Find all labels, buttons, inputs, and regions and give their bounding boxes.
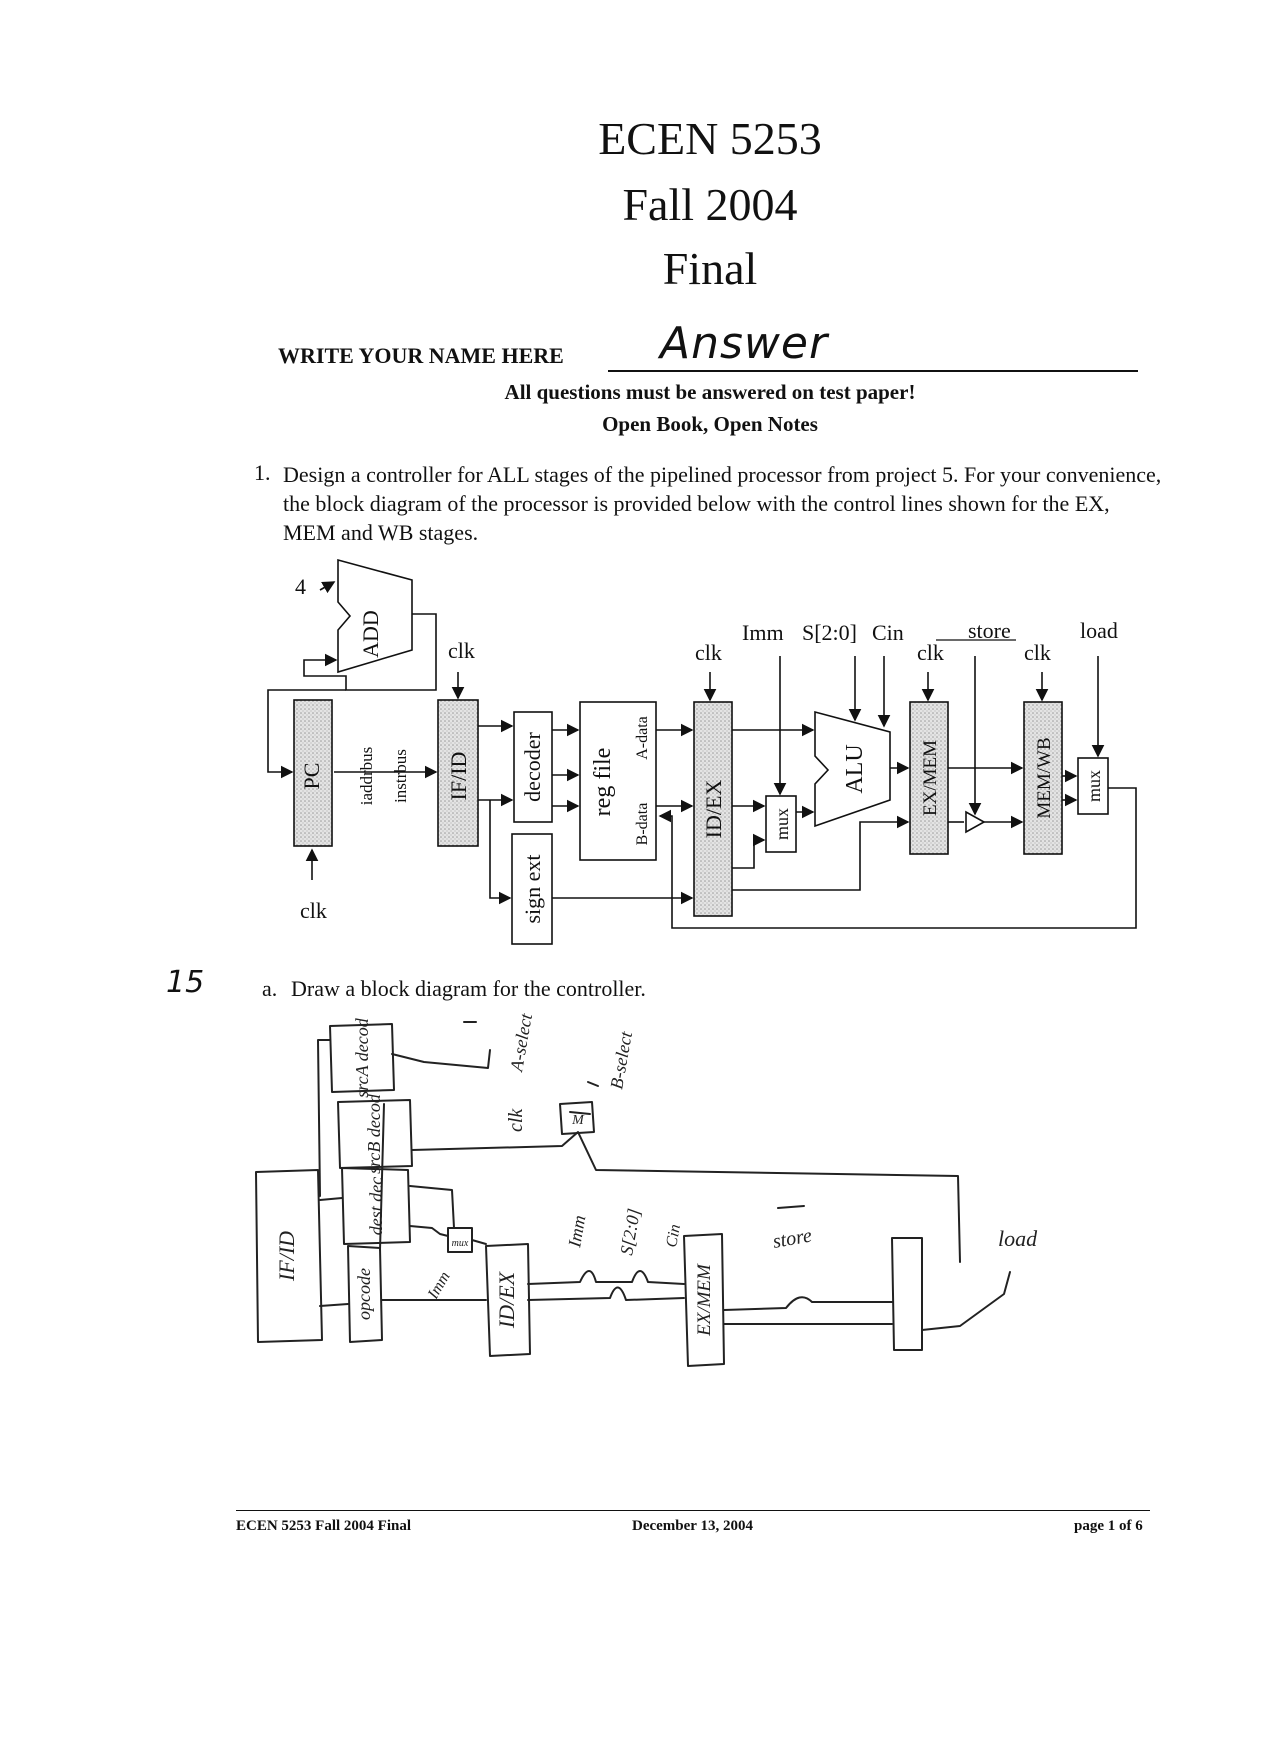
part-a-text: Draw a block diagram for the controller. [291, 976, 646, 1001]
opcode-decoder-box [347, 1245, 383, 1343]
instrbus-label: instrbus [391, 749, 410, 803]
pc-label: PC [299, 763, 324, 790]
store-label: store [968, 618, 1011, 643]
a-data-label: A-data [634, 716, 651, 760]
if-id-sketch-text: IF/ID [274, 1231, 299, 1282]
cin-label: Cin [872, 620, 904, 645]
footer-rule [236, 1510, 1150, 1511]
alu-label: ALU [842, 744, 868, 793]
decoder-block [513, 711, 553, 823]
imm-sketch-text: Imm [564, 1214, 589, 1250]
clk-label-mem-wb: clk [1024, 640, 1051, 665]
dest-decoder-text: dest dec [366, 1177, 386, 1235]
clk-label-pc: clk [300, 898, 327, 923]
footer-center: December 13, 2004 [632, 1518, 753, 1534]
src-b-decoder-text: srcB decod [364, 1093, 384, 1174]
imm-label: Imm [742, 620, 784, 645]
add-block [337, 558, 413, 674]
pc-register [293, 699, 333, 847]
sign-ext-label: sign ext [520, 854, 545, 923]
cin-sketch-text: Cin [663, 1223, 684, 1249]
b-select-text: B-select [606, 1029, 636, 1091]
reg-file-label: reg file [590, 748, 616, 817]
opcode-decoder-text: opcode [354, 1268, 374, 1320]
dest-decoder-box [341, 1167, 411, 1245]
name-label: WRITE YOUR NAME HERE [278, 343, 564, 368]
alu-mux-label: mux [772, 808, 792, 840]
clk-label-if-id: clk [448, 638, 475, 663]
if-id-label: IF/ID [446, 752, 471, 801]
exam-title: Final [662, 243, 758, 294]
id-ex-sketch-text: ID/EX [494, 1270, 519, 1329]
imm-mux-text: mux [452, 1238, 469, 1249]
id-ex-label: ID/EX [701, 780, 726, 839]
id-ex-sketch-box [485, 1243, 531, 1357]
mem-wb-sketch-box [891, 1237, 923, 1351]
src-a-decoder-text: srcA decod [352, 1017, 372, 1097]
clk-label-id-ex: clk [695, 640, 722, 665]
question-number: 1. [254, 460, 271, 485]
imm-mux-box [447, 1227, 473, 1253]
sign-ext-block [511, 833, 553, 945]
mem-wb-label: MEM/WB [1034, 737, 1055, 818]
course-title: ECEN 5253 [598, 113, 822, 164]
footer-left: ECEN 5253 Fall 2004 Final [236, 1518, 412, 1534]
store-buffer [965, 810, 986, 834]
name-underline [608, 370, 1138, 372]
score-mark: 15 [166, 965, 205, 1000]
small-mux-text: M [571, 1113, 585, 1128]
wb-mux-label: mux [1084, 770, 1104, 802]
if-id-register [437, 699, 479, 847]
wb-mux-block [1077, 757, 1109, 815]
src-a-decoder-box [329, 1023, 395, 1093]
b-data-label: B-data [634, 803, 651, 846]
if-id-sketch-box [255, 1169, 323, 1343]
small-mux-box [559, 1101, 595, 1135]
decoder-label: decoder [520, 732, 545, 802]
reg-file-block [579, 701, 657, 861]
store-sketch-text: store [771, 1224, 814, 1253]
ex-mem-label: EX/MEM [920, 740, 941, 816]
id-ex-register [693, 701, 733, 917]
load-label: load [1080, 618, 1118, 643]
iaddrbus-label: iaddrbus [357, 747, 376, 806]
four-label: 4 [295, 574, 306, 599]
imm-left-text: Imm [424, 1269, 453, 1303]
clk-sketch-text: clk [505, 1108, 527, 1132]
alu-mux-block [765, 795, 797, 853]
a-select-text: A-select [506, 1011, 536, 1074]
handwritten-name: Answer [660, 318, 829, 369]
question-text: Design a controller for ALL stages of th… [283, 462, 1162, 545]
instruction-answer-on-paper: All questions must be answered on test p… [504, 380, 916, 404]
load-sketch-text: load [998, 1226, 1038, 1251]
ex-mem-sketch-box [683, 1233, 725, 1367]
mem-wb-register [1023, 701, 1063, 855]
ex-mem-register [909, 701, 949, 855]
footer-right: page 1 of 6 [1074, 1518, 1143, 1534]
instruction-open-book: Open Book, Open Notes [602, 412, 818, 436]
term-title: Fall 2004 [622, 179, 798, 230]
ex-mem-sketch-text: EX/MEM [694, 1263, 715, 1337]
clk-label-ex-mem: clk [917, 640, 944, 665]
s-label: S[2:0] [802, 620, 857, 645]
add-label: ADD [358, 610, 383, 658]
alu-block [814, 710, 891, 828]
s-sketch-text: S[2:0] [616, 1207, 644, 1257]
src-b-decoder-box [337, 1099, 413, 1169]
part-a-label: a. [262, 976, 278, 1001]
